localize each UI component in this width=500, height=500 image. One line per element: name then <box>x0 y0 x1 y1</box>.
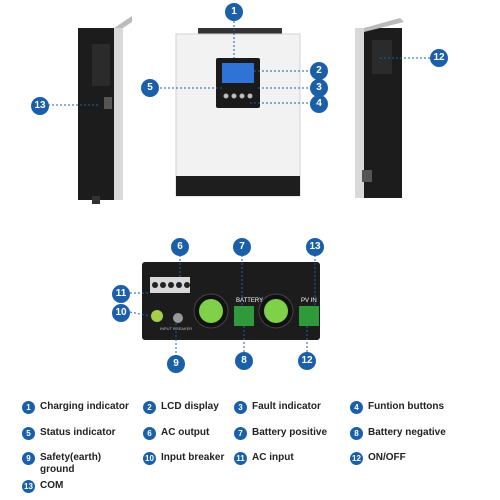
legend-label-12: ON/OFF <box>368 452 406 463</box>
legend-num-12: 12 <box>350 452 363 465</box>
legend-label-8: Battery negative <box>368 427 446 438</box>
legend-item-12: 12 ON/OFF <box>350 452 450 465</box>
legend-item-2: 2 LCD display <box>143 401 233 414</box>
badge-13-side: 13 <box>31 97 49 115</box>
legend-item-6: 6 AC output <box>143 427 233 440</box>
legend-item-8: 8 Battery negative <box>350 427 490 440</box>
legend-num-4: 4 <box>350 401 363 414</box>
legend-item-9: 9 Safety(earth) ground <box>22 452 122 476</box>
legend-num-13: 13 <box>22 480 35 493</box>
legend-num-9: 9 <box>22 452 35 465</box>
legend-label-10: Input breaker <box>161 452 225 463</box>
legend-label-1: Charging indicator <box>40 401 129 412</box>
legend-item-4: 4 Funtion buttons <box>350 401 485 414</box>
legend-label-5: Status indicator <box>40 427 116 438</box>
legend-item-1: 1 Charging indicator <box>22 401 142 414</box>
battery-text: BATTERY <box>236 298 263 304</box>
badge-2: 2 <box>310 62 328 80</box>
inverter-diagram: BATTERY PV IN INPUT BREAKER <box>40 16 430 362</box>
legend-label-9: Safety(earth) ground <box>40 452 102 475</box>
legend-item-5: 5 Status indicator <box>22 427 142 440</box>
legend: 1 Charging indicator 2 LCD display 3 Fault … <box>0 392 500 500</box>
badge-9: 9 <box>167 355 185 373</box>
legend-num-2: 2 <box>143 401 156 414</box>
legend-num-7: 7 <box>234 427 247 440</box>
legend-label-7: Battery positive <box>252 427 328 438</box>
badge-5: 5 <box>141 79 159 97</box>
badge-11: 11 <box>112 285 130 303</box>
legend-item-11: 11 AC input <box>234 452 334 465</box>
legend-item-13: 13 COM <box>22 480 122 493</box>
legend-num-3: 3 <box>234 401 247 414</box>
bottom-view: BATTERY PV IN INPUT BREAKER <box>142 262 320 340</box>
legend-item-7: 7 Battery positive <box>234 427 349 440</box>
badge-10: 10 <box>112 304 130 322</box>
badge-13-bottom: 13 <box>306 238 324 256</box>
left-side-view <box>78 16 132 204</box>
badge-12-side: 12 <box>430 49 448 67</box>
legend-item-3: 3 Fault indicator <box>234 401 344 414</box>
badge-4: 4 <box>310 95 328 113</box>
pv-text: PV IN <box>301 298 317 304</box>
right-side-view <box>355 18 404 198</box>
legend-label-11: AC input <box>252 452 294 463</box>
badge-3: 3 <box>310 79 328 97</box>
badge-6: 6 <box>171 238 189 256</box>
legend-num-11: 11 <box>234 452 247 465</box>
badge-7: 7 <box>233 238 251 256</box>
legend-label-13: COM <box>40 480 64 491</box>
badge-8: 8 <box>235 352 253 370</box>
badge-12-bottom: 12 <box>298 352 316 370</box>
legend-num-1: 1 <box>22 401 35 414</box>
legend-num-10: 10 <box>143 452 156 465</box>
legend-num-6: 6 <box>143 427 156 440</box>
legend-label-4: Funtion buttons <box>368 401 445 412</box>
legend-num-8: 8 <box>350 427 363 440</box>
legend-num-5: 5 <box>22 427 35 440</box>
legend-label-2: LCD display <box>161 401 219 412</box>
front-view <box>175 28 301 197</box>
legend-item-10: 10 Input breaker <box>143 452 238 465</box>
legend-label-6: AC output <box>161 427 210 438</box>
badge-1: 1 <box>225 3 243 21</box>
legend-label-3: Fault indicator <box>252 401 321 412</box>
